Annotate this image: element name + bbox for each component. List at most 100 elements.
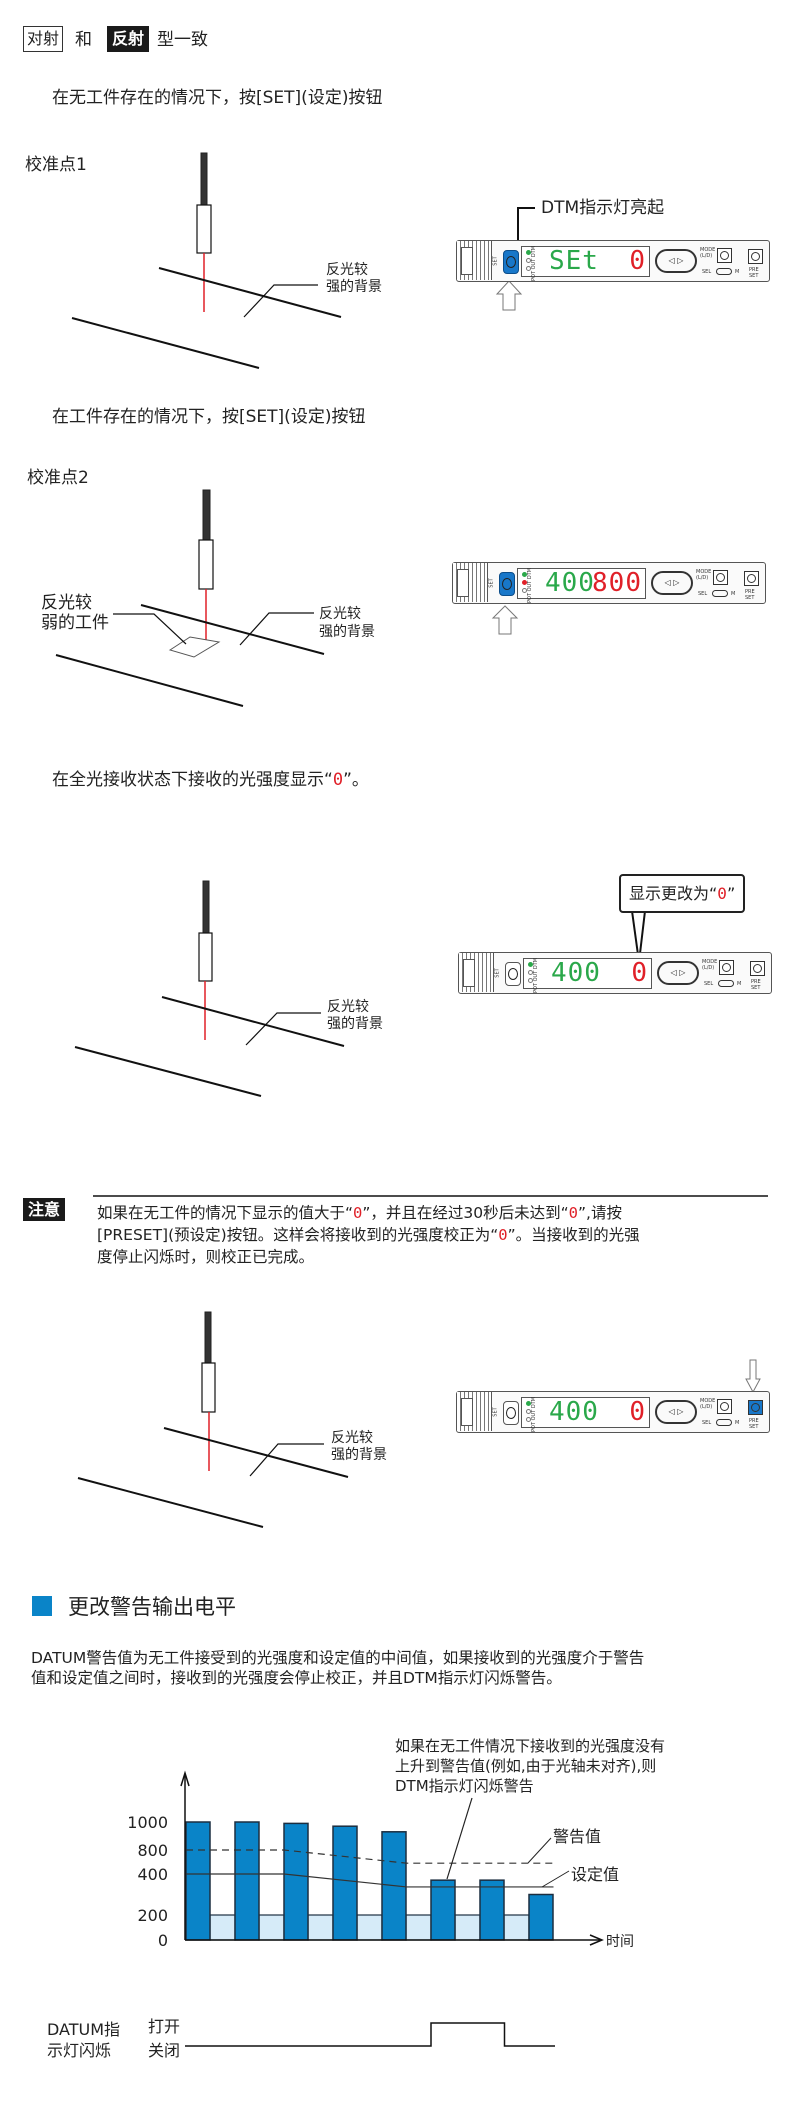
- annotation-leader: [446, 1797, 473, 1880]
- preset-button[interactable]: [748, 249, 763, 264]
- jog-selector[interactable]: ◁ ▷: [657, 961, 699, 985]
- set-button[interactable]: [499, 572, 515, 596]
- mode-button[interactable]: [713, 570, 728, 585]
- calibration-point-2: 校准点2: [27, 468, 89, 488]
- light-intensity-display: 400: [545, 568, 595, 598]
- preset-button[interactable]: [750, 961, 765, 976]
- indicator-led: [526, 1409, 531, 1414]
- work-label-line1: 反光较: [41, 593, 92, 613]
- indicator-led: [526, 250, 531, 255]
- diagram-3: [74, 880, 647, 1097]
- bg-label-line1: 反光较: [331, 1430, 373, 1446]
- indicator-led: [526, 1401, 531, 1406]
- zero-display-glyph: 0: [498, 1226, 508, 1244]
- y-tick-label: 400: [137, 1865, 168, 1884]
- preset-button[interactable]: [748, 1400, 763, 1415]
- zero-display-glyph: 0: [332, 770, 344, 790]
- text: ”: [726, 884, 736, 903]
- right-arrow-icon: ▷: [679, 968, 686, 977]
- note-line-1: 如果在无工件的情况下显示的值大于“0”，并且在经过30秒后未达到“0”,请按: [97, 1203, 622, 1223]
- zero-display-glyph: 0: [353, 1204, 363, 1222]
- timing-on-label: 打开: [148, 2017, 180, 2036]
- zero-display-glyph: 0: [717, 884, 727, 903]
- set-button[interactable]: [503, 250, 519, 274]
- intensity-bar: [185, 1821, 211, 1941]
- mode-button[interactable]: [717, 248, 732, 263]
- calibration-point-1: 校准点1: [25, 155, 87, 175]
- baseline-bar: [209, 1914, 236, 1941]
- press-arrow-icon: [491, 605, 519, 635]
- warning-line: [186, 1849, 554, 1864]
- set-button[interactable]: [505, 962, 521, 986]
- tag-reflective: 反射: [107, 26, 150, 52]
- set-line: [186, 1873, 554, 1888]
- right-arrow-icon: ▷: [673, 578, 680, 587]
- indicator-led: [526, 266, 531, 271]
- threshold-display: 0: [629, 1397, 646, 1427]
- header-suffix: 型一致: [157, 30, 208, 50]
- mode-button[interactable]: [719, 960, 734, 975]
- mounting-clip: [459, 953, 494, 992]
- text: ”。当接收到的光强: [507, 1226, 640, 1244]
- sel-label: SEL: [704, 981, 714, 987]
- bg-label-line1: 反光较: [327, 999, 369, 1015]
- sel-switch[interactable]: [716, 268, 732, 275]
- y-tick-label: 1000: [127, 1813, 168, 1832]
- leader-line: [527, 1837, 552, 1864]
- mode-button[interactable]: [717, 1399, 732, 1414]
- mode-label: MODE (L/D): [696, 569, 712, 581]
- left-arrow-icon: ◁: [664, 578, 674, 587]
- preset-button[interactable]: [744, 571, 759, 586]
- sel-switch[interactable]: [718, 980, 734, 987]
- step2-instruction: 在工件存在的情况下，按[SET](设定)按钮: [52, 407, 366, 427]
- sel-switch[interactable]: [712, 590, 728, 597]
- paragraph-line-2: 值和设定值之间时，接收到的光强度会停止校正，并且DTM指示灯闪烁警告。: [31, 1669, 562, 1687]
- annotation-line: 如果在无工件情况下接收到的光强度没有: [395, 1737, 665, 1755]
- baseline-bar: [307, 1914, 334, 1941]
- annotation-line: 上升到警告值(例如,由于光轴未对齐),则: [395, 1757, 656, 1775]
- indicator-led: [522, 572, 527, 577]
- set-button-ring-icon: [502, 578, 512, 590]
- mounting-clip: [457, 241, 492, 280]
- preset-label: PRE SET: [745, 589, 755, 601]
- left-arrow-icon: ◁: [670, 968, 680, 977]
- baseline-bar: [503, 1914, 530, 1941]
- preset-label: PRE SET: [749, 1418, 759, 1430]
- zero-display-glyph: 0: [568, 1204, 579, 1222]
- set-button-ring-icon: [506, 1407, 516, 1419]
- baseline-bar: [258, 1914, 285, 1941]
- indicator-led: [522, 580, 527, 585]
- intensity-bar: [283, 1822, 309, 1941]
- bg-label-line2: 强的背景: [326, 279, 382, 295]
- sel-switch[interactable]: [716, 1419, 732, 1426]
- press-arrow-icon: [745, 1359, 761, 1393]
- m-label: M: [731, 591, 736, 597]
- header-and: 和: [75, 30, 92, 50]
- jog-selector[interactable]: ◁ ▷: [651, 571, 693, 595]
- right-arrow-icon: ▷: [677, 1407, 684, 1416]
- left-arrow-icon: ◁: [668, 1407, 678, 1416]
- m-label: M: [735, 269, 740, 275]
- preset-label: PRE SET: [749, 267, 759, 279]
- work-label-line2: 弱的工件: [41, 613, 109, 633]
- sel-label: SEL: [702, 1420, 712, 1426]
- y-tick-label: 800: [137, 1841, 168, 1860]
- jog-selector[interactable]: ◁ ▷: [655, 1400, 697, 1424]
- mode-label: MODE (L/D): [700, 1398, 716, 1410]
- jog-selector[interactable]: ◁ ▷: [655, 249, 697, 273]
- bg-label-line2: 强的背景: [319, 624, 375, 640]
- set-button[interactable]: [503, 1401, 519, 1425]
- text: 在全光接收状态下接收的光强度显示“: [52, 770, 333, 790]
- mode-label: MODE (L/D): [702, 959, 718, 971]
- step1-instruction: 在无工件存在的情况下，按[SET](设定)按钮: [52, 88, 383, 108]
- intensity-bar: [332, 1825, 358, 1941]
- mounting-clip: [453, 563, 488, 602]
- text: ”，并且在经过30秒后未达到“: [362, 1204, 569, 1222]
- set-button-ring-icon: [506, 256, 516, 268]
- m-label: M: [737, 981, 742, 987]
- section-marker-icon: [32, 1596, 52, 1616]
- intensity-bar: [430, 1879, 456, 1941]
